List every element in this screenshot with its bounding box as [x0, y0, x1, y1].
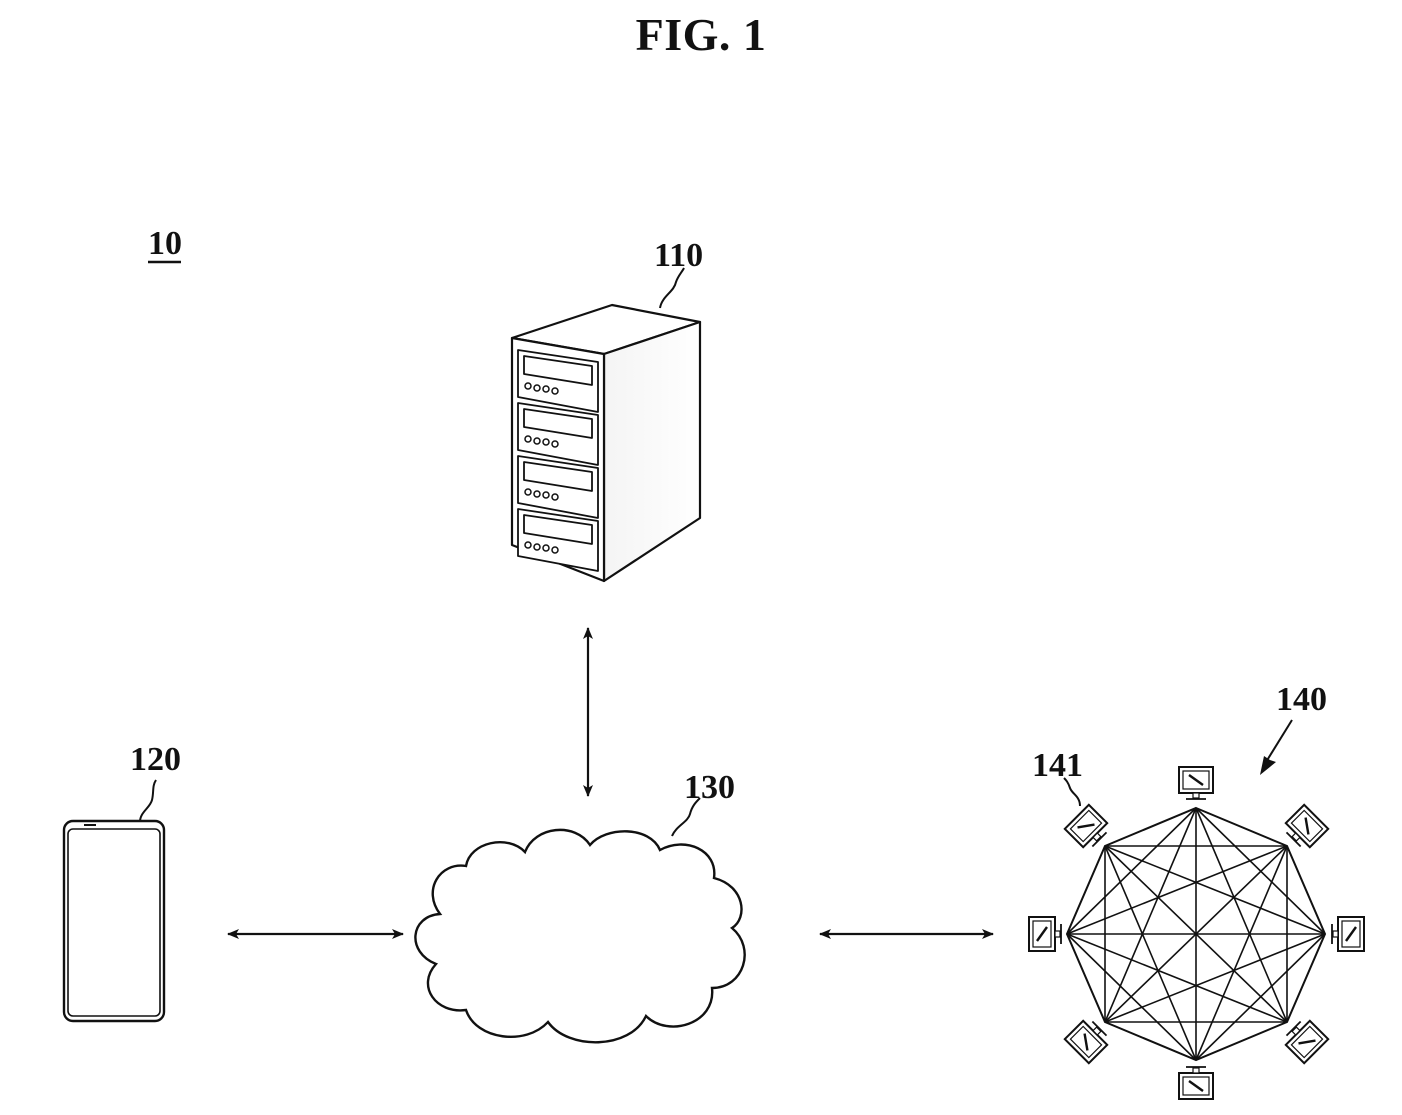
computer-icon-top: [1179, 767, 1213, 799]
network-cloud-icon: [415, 830, 744, 1042]
terminal-ref-label: 120: [130, 741, 181, 778]
node-group-pointer-arrow: [1260, 720, 1292, 775]
computer-icon-bottom-left: [1065, 1017, 1112, 1064]
node-group-ref-label: 140: [1276, 681, 1327, 718]
computer-icon-top-right: [1282, 805, 1329, 852]
smartphone-icon: [64, 821, 164, 1021]
terminal-leader-line: [140, 780, 156, 822]
computer-icon-right: [1332, 917, 1364, 951]
node-mesh: [1067, 808, 1325, 1060]
system-label: 10: [148, 225, 182, 262]
server-icon: [512, 305, 700, 581]
network-ref-label: 130: [684, 769, 735, 806]
server-leader-line: [660, 268, 684, 308]
computer-icon-top-left: [1065, 805, 1112, 852]
computer-icon-left: [1029, 917, 1061, 951]
computer-icon-bottom: [1179, 1067, 1213, 1099]
computer-icon-bottom-right: [1282, 1017, 1329, 1064]
node-ref-label: 141: [1032, 747, 1083, 784]
server-ref-label: 110: [654, 237, 703, 274]
